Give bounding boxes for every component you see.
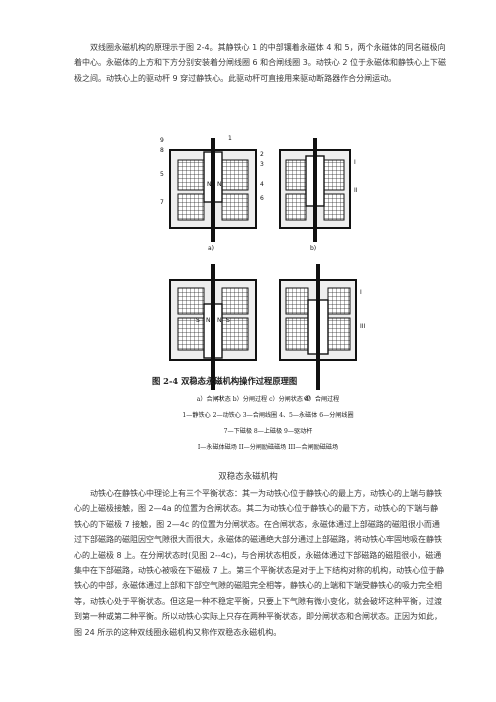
figure-caption-title: 图 2-4 双稳态永磁机构操作过程原理图 xyxy=(152,376,298,386)
panel-b: I II b) xyxy=(279,138,358,252)
svg-text:III: III xyxy=(360,323,366,330)
svg-text:c): c) xyxy=(216,395,222,402)
svg-text:8: 8 xyxy=(160,147,164,154)
panel-c: S N N S c) xyxy=(169,264,257,402)
svg-text:2: 2 xyxy=(260,151,264,158)
svg-text:a): a) xyxy=(208,245,214,252)
mechanism-figure: N N 9 8 1 5 7 2 3 4 6 a) I II b) S N N xyxy=(160,135,366,402)
figure-caption-parts-1: 1—静铁心 2—动铁心 3—合闸线圈 4、5—永磁体 6—分闸线圈 xyxy=(182,412,354,419)
svg-text:I: I xyxy=(360,289,362,296)
figure-caption-parts-2: 7—下磁极 8—上磁极 9—驱动杆 xyxy=(223,428,313,435)
svg-text:6: 6 xyxy=(260,195,264,202)
svg-text:N: N xyxy=(217,181,222,188)
figure-caption-states: a）合闸状态 b）分闸过程 c）分闸状态 d）合闸过程 xyxy=(196,396,340,403)
svg-text:S: S xyxy=(196,317,200,324)
panel-d: I III d) xyxy=(279,264,366,402)
section-subtitle: 双稳态永磁机构 xyxy=(218,472,278,482)
svg-text:5: 5 xyxy=(160,171,164,178)
svg-text:9: 9 xyxy=(160,137,164,144)
svg-text:N: N xyxy=(206,317,211,324)
svg-text:d): d) xyxy=(304,395,310,402)
svg-text:N: N xyxy=(217,317,222,324)
drive-rod xyxy=(211,138,215,242)
panel-a: N N 9 8 1 5 7 2 3 4 6 a) xyxy=(160,135,264,252)
svg-text:1: 1 xyxy=(228,135,232,142)
svg-text:4: 4 xyxy=(260,181,264,188)
svg-text:I: I xyxy=(354,159,356,166)
svg-text:3: 3 xyxy=(260,161,264,168)
figure-caption-fields: I—永磁体磁场 II—分闸励磁磁场 III—合闸励磁磁场 xyxy=(197,444,339,451)
svg-text:7: 7 xyxy=(160,199,164,206)
svg-text:N: N xyxy=(207,181,212,188)
coil-icon xyxy=(177,159,205,191)
svg-text:b): b) xyxy=(310,245,316,252)
intro-paragraph: 双线圈永磁机构的原理示于图 2-4。其静铁心 1 的中部镶着永磁体 4 和 5，… xyxy=(74,43,446,83)
body-paragraph: 动铁心在静铁心中理论上有三个平衡状态：其一为动铁心位于静铁心的最上方，动铁心的上… xyxy=(74,489,445,637)
svg-text:II: II xyxy=(354,187,358,194)
svg-text:S: S xyxy=(226,317,230,324)
